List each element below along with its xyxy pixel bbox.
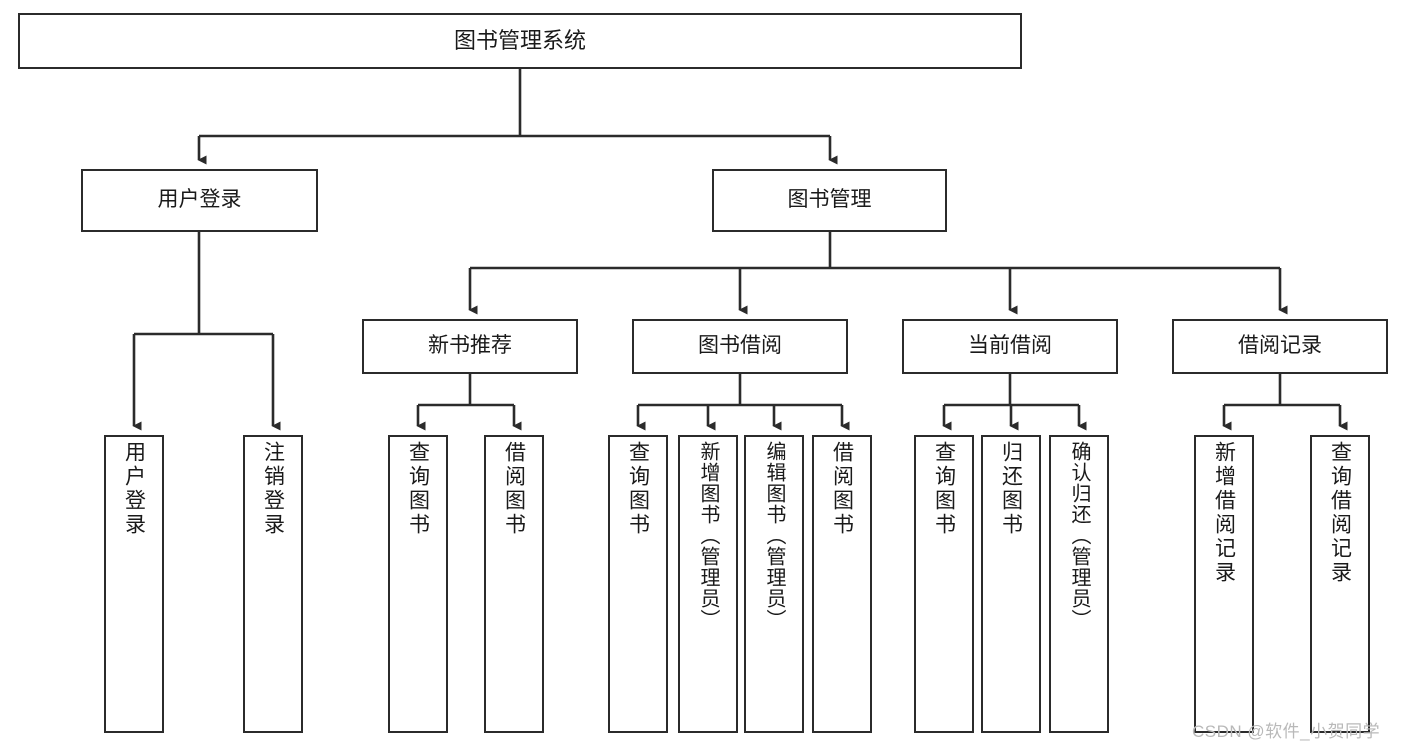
wires-bookmanage-to-level3 — [468, 232, 1288, 315]
node-current-borrow-label: 当前借阅 — [968, 334, 1052, 358]
node-leaf-query-book[interactable]: 查询图书 — [608, 435, 668, 733]
node-leaf-query-book-rec-label: 查询图书 — [406, 441, 430, 537]
node-leaf-add-book-admin-label: 新增图书（管理员） — [697, 441, 719, 630]
node-leaf-query-book-cur-label: 查询图书 — [932, 441, 956, 537]
node-borrow-record-label: 借阅记录 — [1238, 334, 1322, 358]
node-root-label: 图书管理系统 — [453, 28, 586, 54]
wires-root-to-level2 — [197, 69, 838, 165]
node-leaf-user-logout-label: 注销登录 — [261, 441, 285, 537]
node-book-manage[interactable]: 图书管理 — [712, 169, 947, 232]
node-leaf-confirm-return-admin[interactable]: 确认归还（管理员） — [1049, 435, 1109, 733]
node-root[interactable]: 图书管理系统 — [18, 13, 1022, 69]
node-borrow-record[interactable]: 借阅记录 — [1172, 319, 1388, 374]
wires-borrowrecord-to-leaves — [1222, 374, 1348, 431]
node-new-book-recommend-label: 新书推荐 — [428, 334, 512, 358]
node-leaf-query-book-rec[interactable]: 查询图书 — [388, 435, 448, 733]
node-leaf-return-book-label: 归还图书 — [999, 441, 1023, 537]
wires-newbook-to-leaves — [416, 374, 522, 431]
wires-bookborrow-to-leaves — [636, 374, 850, 431]
node-leaf-borrow-book[interactable]: 借阅图书 — [812, 435, 872, 733]
node-leaf-user-logout[interactable]: 注销登录 — [243, 435, 303, 733]
node-leaf-borrow-book-label: 借阅图书 — [830, 441, 854, 537]
node-leaf-return-book[interactable]: 归还图书 — [981, 435, 1041, 733]
node-leaf-query-book-cur[interactable]: 查询图书 — [914, 435, 974, 733]
node-user-login-label: 用户登录 — [157, 188, 242, 212]
wires-userlogin-to-leaves — [132, 232, 281, 431]
node-leaf-borrow-book-rec-label: 借阅图书 — [502, 441, 526, 537]
node-leaf-borrow-book-rec[interactable]: 借阅图书 — [484, 435, 544, 733]
csdn-watermark: CSDN @软件_小贺同学 — [1192, 722, 1381, 741]
node-leaf-add-borrow-record-label: 新增借阅记录 — [1212, 441, 1236, 585]
node-leaf-query-book-label: 查询图书 — [626, 441, 650, 537]
node-leaf-add-borrow-record[interactable]: 新增借阅记录 — [1194, 435, 1254, 733]
node-user-login[interactable]: 用户登录 — [81, 169, 318, 232]
node-current-borrow[interactable]: 当前借阅 — [902, 319, 1118, 374]
node-leaf-edit-book-admin-label: 编辑图书（管理员） — [763, 441, 785, 630]
node-leaf-user-login[interactable]: 用户登录 — [104, 435, 164, 733]
node-leaf-confirm-return-admin-label: 确认归还（管理员） — [1068, 441, 1090, 630]
node-leaf-user-login-label: 用户登录 — [122, 441, 146, 537]
node-book-manage-label: 图书管理 — [787, 188, 872, 212]
wires-currentborrow-to-leaves — [942, 374, 1087, 431]
node-book-borrow[interactable]: 图书借阅 — [632, 319, 848, 374]
node-leaf-add-book-admin[interactable]: 新增图书（管理员） — [678, 435, 738, 733]
node-new-book-recommend[interactable]: 新书推荐 — [362, 319, 578, 374]
node-leaf-edit-book-admin[interactable]: 编辑图书（管理员） — [744, 435, 804, 733]
node-leaf-query-borrow-record-label: 查询借阅记录 — [1328, 441, 1352, 585]
node-leaf-query-borrow-record[interactable]: 查询借阅记录 — [1310, 435, 1370, 733]
node-book-borrow-label: 图书借阅 — [698, 334, 782, 358]
